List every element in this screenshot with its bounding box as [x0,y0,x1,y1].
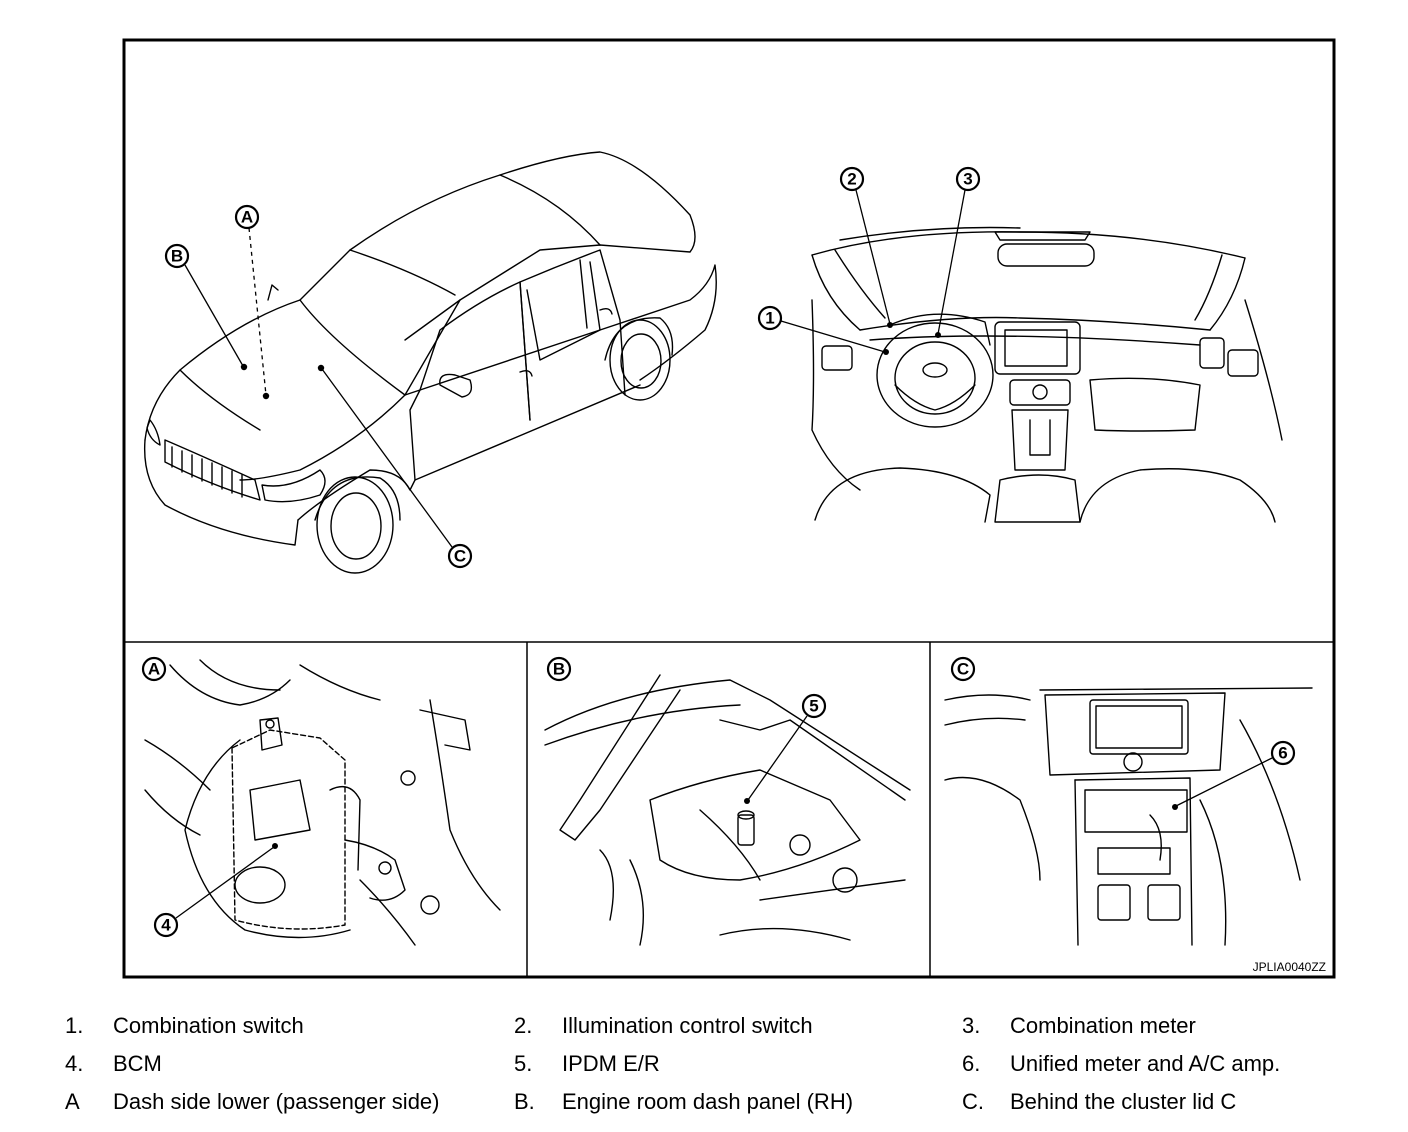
legend-item-number: 2. [514,1013,533,1038]
leader-dot-6 [1172,804,1178,810]
legend-item-number: C. [962,1089,984,1114]
detail-c-callout-6: 6 [1270,740,1296,766]
legend-item-text: IPDM E/R [562,1051,660,1076]
legend-row: 4. BCM 5. IPDM E/R 6. Unified meter and … [0,1046,1408,1082]
leader-dot-3 [935,332,941,338]
callout-label-1: 1 [765,309,774,328]
leader-dot-c [317,364,325,372]
legend-row: 1. Combination switch 2. Illumination co… [0,1008,1408,1044]
legend-item-text: Dash side lower (passenger side) [113,1089,440,1114]
detail-c-tag: C [950,656,976,682]
legend-item-text: Illumination control switch [562,1013,813,1038]
legend-item-number: 4. [65,1051,84,1076]
leader-dot-1 [883,349,889,355]
callout-label-2: 2 [847,170,856,189]
leader-a [248,227,267,396]
legend-item-text: Combination meter [1010,1013,1196,1038]
callout-label-b: B [171,247,183,266]
dash-callout-3: 3 [955,166,981,192]
detail-b-tag: B [546,656,572,682]
detail-label-b: B [553,660,565,679]
legend-item-text: Behind the cluster lid C [1010,1089,1237,1114]
leader-5 [747,715,808,801]
leader-c [321,368,453,548]
car-callout-b: B [164,243,190,269]
dashboard-illustration [811,226,1283,523]
callout-label-4: 4 [161,916,171,935]
legend-item-number: 1. [65,1013,84,1038]
detail-label-a: A [148,660,160,679]
leader-4 [175,846,275,919]
dash-callout-1: 1 [757,305,783,331]
detail-label-c: C [957,660,969,679]
legend-row: A Dash side lower (passenger side) B. En… [0,1084,1408,1120]
legend-item-number: 6. [962,1051,981,1076]
detail-a-tag: A [141,656,167,682]
leader-3 [937,189,966,335]
leader-b [184,264,244,367]
detail-b-callout-5: 5 [801,693,827,719]
car-overview-illustration [143,151,717,574]
legend-item-text: BCM [113,1051,162,1076]
leader-dot-4 [272,843,278,849]
legend-item-number: 3. [962,1013,981,1038]
figure-frame [122,38,1336,979]
legend-item-text: Unified meter and A/C amp. [1010,1051,1281,1076]
detail-b-illustration [544,674,911,946]
leader-6 [1175,757,1273,807]
legend-item-text: Engine room dash panel (RH) [562,1089,854,1114]
car-callout-c: C [447,543,473,569]
callout-label-5: 5 [809,697,818,716]
callout-label-6: 6 [1278,744,1287,763]
leader-dot-a [262,392,270,400]
dash-callout-2: 2 [839,166,865,192]
detail-a-illustration [144,659,501,946]
callout-label-a: A [241,208,253,227]
legend-item-text: Combination switch [113,1013,304,1038]
leader-1 [780,320,886,353]
leader-2 [855,189,891,325]
legend-item-number: A [65,1089,80,1114]
legend-item-number: B. [514,1089,535,1114]
leader-dot-2 [887,322,893,328]
legend: 1. Combination switch 2. Illumination co… [0,1004,1408,1124]
callout-label-c: C [454,547,466,566]
figure-code: JPLIA0040ZZ [1253,960,1326,974]
leader-dot-b [240,363,248,371]
detail-c-illustration [944,687,1313,946]
legend-item-number: 5. [514,1051,533,1076]
car-callout-a: A [234,204,260,230]
detail-a-callout-4: 4 [153,912,179,938]
component-location-diagram: A B C [122,38,1336,979]
callout-label-3: 3 [963,170,972,189]
leader-dot-5 [744,798,750,804]
